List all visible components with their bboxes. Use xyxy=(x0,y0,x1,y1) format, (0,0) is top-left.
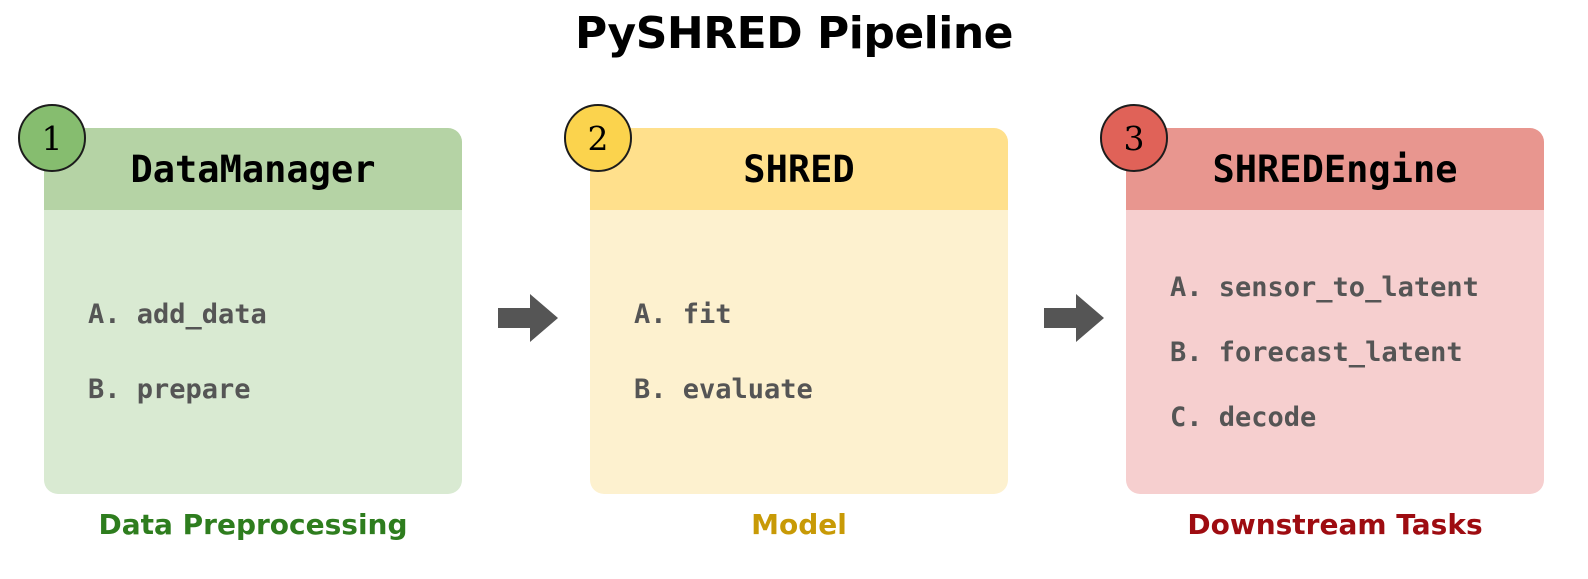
stage-caption: Model xyxy=(751,508,847,541)
list-item: A. add_data xyxy=(88,299,267,330)
arrow-right-icon xyxy=(1042,290,1106,346)
pipeline-stage-2: SHRED A. fit B. evaluate 2 Model xyxy=(564,104,1008,541)
stage-card-shredengine: SHREDEngine A. sensor_to_latent B. forec… xyxy=(1126,128,1544,494)
list-item: B. prepare xyxy=(88,374,251,405)
stage-title: SHREDEngine xyxy=(1212,147,1458,191)
stage-caption: Data Preprocessing xyxy=(98,508,408,541)
list-item: C. decode xyxy=(1170,401,1317,433)
step-badge-number: 2 xyxy=(587,118,609,158)
stage-card-header: SHRED xyxy=(590,128,1008,210)
stage-card-datamanager: DataManager A. add_data B. prepare xyxy=(44,128,462,494)
stage-card-header: SHREDEngine xyxy=(1126,128,1544,210)
stage-title: SHRED xyxy=(743,147,855,191)
list-item: A. fit xyxy=(634,299,732,330)
step-badge-number: 3 xyxy=(1123,118,1145,158)
list-item: B. forecast_latent xyxy=(1170,336,1463,368)
stage-title: DataManager xyxy=(130,147,376,191)
stage-caption: Downstream Tasks xyxy=(1187,508,1483,541)
page-title: PySHRED Pipeline xyxy=(574,8,1014,59)
stage-card-body: A. add_data B. prepare xyxy=(44,210,462,494)
step-badge-number: 1 xyxy=(41,118,63,158)
list-item: B. evaluate xyxy=(634,374,813,405)
step-badge-2: 2 xyxy=(564,104,632,172)
pipeline-stage-1: DataManager A. add_data B. prepare 1 Dat… xyxy=(18,104,462,541)
list-item: A. sensor_to_latent xyxy=(1170,271,1479,303)
stage-card-header: DataManager xyxy=(44,128,462,210)
stage-card-body: A. fit B. evaluate xyxy=(590,210,1008,494)
arrow-right-icon xyxy=(496,290,560,346)
stage-card-shred: SHRED A. fit B. evaluate xyxy=(590,128,1008,494)
stage-card-body: A. sensor_to_latent B. forecast_latent C… xyxy=(1126,210,1544,494)
step-badge-1: 1 xyxy=(18,104,86,172)
step-badge-3: 3 xyxy=(1100,104,1168,172)
pipeline-stage-3: SHREDEngine A. sensor_to_latent B. forec… xyxy=(1100,104,1544,541)
